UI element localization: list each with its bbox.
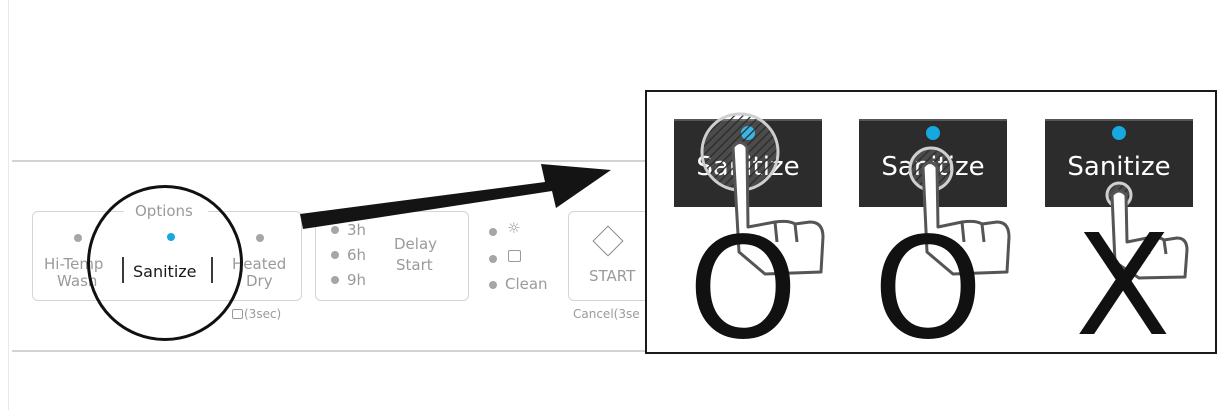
zoom-detail-box: Sanitize O Sanitize O Sa	[645, 90, 1217, 354]
mark-3: X	[1075, 205, 1171, 352]
zoom-indicator-3	[1112, 126, 1126, 140]
zoom-panel-2: Sanitize O	[859, 119, 1009, 352]
zoom-panel-3: Sanitize X	[1045, 119, 1193, 352]
mark-1: O	[688, 208, 798, 352]
mark-2: O	[873, 208, 983, 352]
zoom-button-3-label: Sanitize	[1067, 152, 1170, 182]
zoom-indicator-2	[926, 126, 940, 140]
zoom-panel-1: Sanitize O	[674, 114, 823, 352]
